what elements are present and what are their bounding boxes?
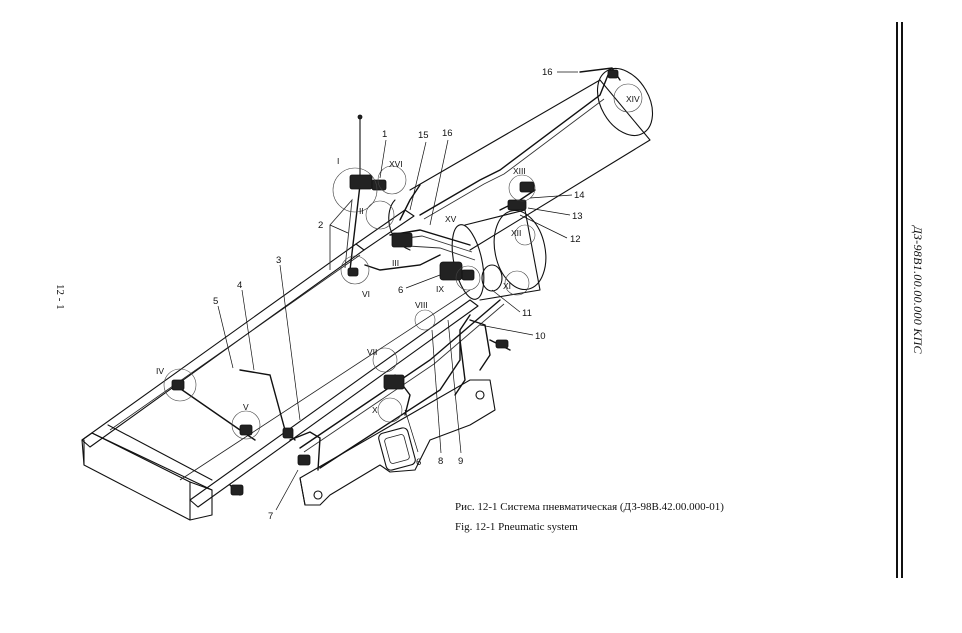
label-6b: 6 (416, 457, 421, 468)
label-5: 5 (213, 296, 218, 307)
figure-caption-english: Fig. 12-1 Pneumatic system (455, 521, 578, 533)
label-10: 10 (535, 331, 546, 342)
view-label-v: V (243, 402, 249, 412)
label-9: 9 (458, 456, 463, 467)
view-label-x: X (372, 405, 378, 415)
rear-hitch (299, 379, 496, 506)
view-label-vii: VII (367, 347, 377, 357)
label-15: 15 (418, 130, 429, 141)
label-12: 12 (570, 234, 581, 245)
view-label-xii: XII (511, 228, 521, 238)
view-label-ix: IX (436, 284, 444, 294)
label-16b: 16 (542, 67, 553, 78)
view-label-xvi: XVI (389, 159, 403, 169)
view-label-xv: XV (445, 214, 457, 224)
label-4: 4 (237, 280, 242, 291)
frame-border-outer (896, 22, 898, 578)
figure-caption-russian: Рис. 12-1 Система пневматическая (ДЗ-98В… (455, 501, 724, 513)
view-label-xiv: XIV (626, 94, 640, 104)
frame-border-inner (901, 22, 903, 578)
label-13: 13 (572, 211, 583, 222)
label-7: 7 (268, 511, 273, 522)
view-label-iv: IV (156, 366, 164, 376)
position-labels: 1 2 3 4 5 6 6 7 8 9 10 11 12 13 14 15 16… (213, 67, 585, 522)
label-11: 11 (522, 308, 532, 319)
label-6a: 6 (398, 285, 403, 296)
label-8: 8 (438, 456, 443, 467)
label-16a: 16 (442, 128, 453, 139)
label-2: 2 (318, 220, 323, 231)
view-label-vi: VI (362, 289, 370, 299)
view-label-ii: II (359, 206, 364, 216)
leader-lines (217, 71, 578, 511)
view-label-viii: VIII (415, 300, 428, 310)
label-1: 1 (382, 129, 387, 140)
view-label-xiii: XIII (513, 166, 526, 176)
view-label-i: I (337, 156, 339, 166)
view-label-xi: XI (503, 281, 511, 291)
page-number: 12 - 1 (54, 284, 66, 310)
label-3: 3 (276, 255, 281, 266)
callout-circles (163, 83, 643, 440)
view-labels: I II III IV V VI VII VIII IX X XI XII XI… (156, 94, 640, 415)
label-14: 14 (574, 190, 585, 201)
chassis-frame (81, 209, 479, 521)
boom-body (388, 68, 654, 301)
view-label-iii: III (392, 258, 399, 268)
document-code: ДЗ-98В1.00.00.000 КПС (911, 226, 925, 354)
